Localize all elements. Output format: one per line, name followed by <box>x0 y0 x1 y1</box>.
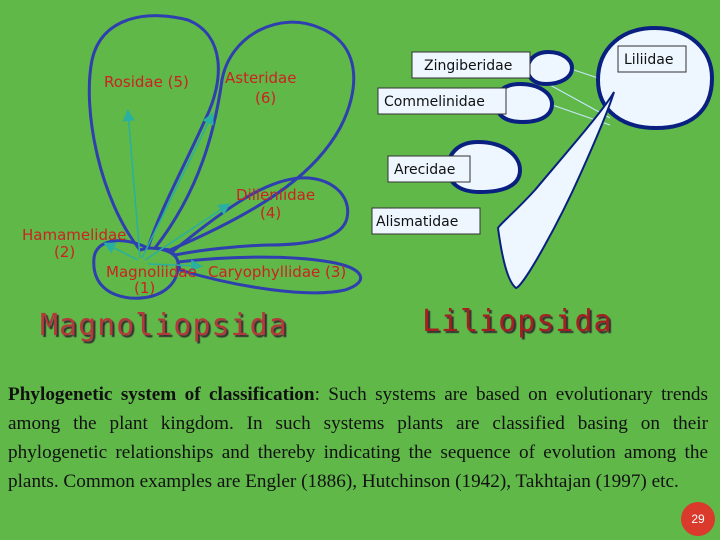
zingiberidae-blob <box>525 49 575 87</box>
caryophyllidae-blob <box>176 255 363 295</box>
alismatidae-label: Alismatidae <box>376 214 458 230</box>
base-blob <box>92 239 180 300</box>
magnoliopsida-title: Magnoliopsida <box>40 308 288 343</box>
hamamelidae-label: Hamamelidae <box>22 226 126 244</box>
rosidae-label: Rosidae (5) <box>104 73 189 91</box>
dicot-blobs <box>87 14 363 300</box>
rosidae-blob <box>87 14 220 252</box>
dilleniidae-label: Dilleniidae <box>236 186 315 204</box>
arrow-to-asteridae <box>141 112 214 259</box>
page-number-badge: 29 <box>681 502 715 536</box>
evolution-arrows <box>103 109 231 272</box>
liliidae-label: Liliidae <box>624 52 673 68</box>
asteridae-number: (6) <box>255 89 276 107</box>
alismatidae-box <box>371 207 481 235</box>
arecidae-label: Arecidae <box>394 162 455 178</box>
arrow-to-dilleniidae <box>144 203 231 261</box>
magnoliidae-label: Magnoliidae <box>106 263 197 281</box>
alismatidae-blob <box>496 91 615 290</box>
arecidae-box <box>387 155 471 183</box>
arrow-to-caryophyllidae <box>147 259 203 272</box>
description-term: Phylogenetic system of classification <box>8 384 315 405</box>
magnoliidae-number: (1) <box>134 279 155 297</box>
asteridae-blob <box>152 20 356 252</box>
hamamelidae-number: (2) <box>54 243 75 261</box>
commelinidae-label: Commelinidae <box>384 94 485 110</box>
zingiberidae-label: Zingiberidae <box>424 58 512 74</box>
caryophyllidae-label: Caryophyllidae (3) <box>208 263 346 281</box>
dilleniidae-number: (4) <box>260 204 281 222</box>
monocot-structures <box>371 25 715 290</box>
description-body: : Such systems are based on evolutionary… <box>8 384 708 492</box>
commelinidae-box <box>377 87 507 115</box>
liliidae-box <box>617 45 687 73</box>
liliidae-blob <box>595 25 715 131</box>
asteridae-label: Asteridae <box>225 69 296 87</box>
arrow-to-rosidae <box>122 109 141 259</box>
arrow-to-hamamelidae <box>103 242 139 261</box>
dilleniidae-blob <box>169 176 350 257</box>
phylogeny-diagram: Rosidae (5) Asteridae (6) Dilleniidae (4… <box>22 14 715 300</box>
zingiberidae-box <box>411 51 531 79</box>
liliopsida-title: Liliopsida <box>422 304 613 339</box>
description-paragraph: Phylogenetic system of classification: S… <box>8 380 708 496</box>
